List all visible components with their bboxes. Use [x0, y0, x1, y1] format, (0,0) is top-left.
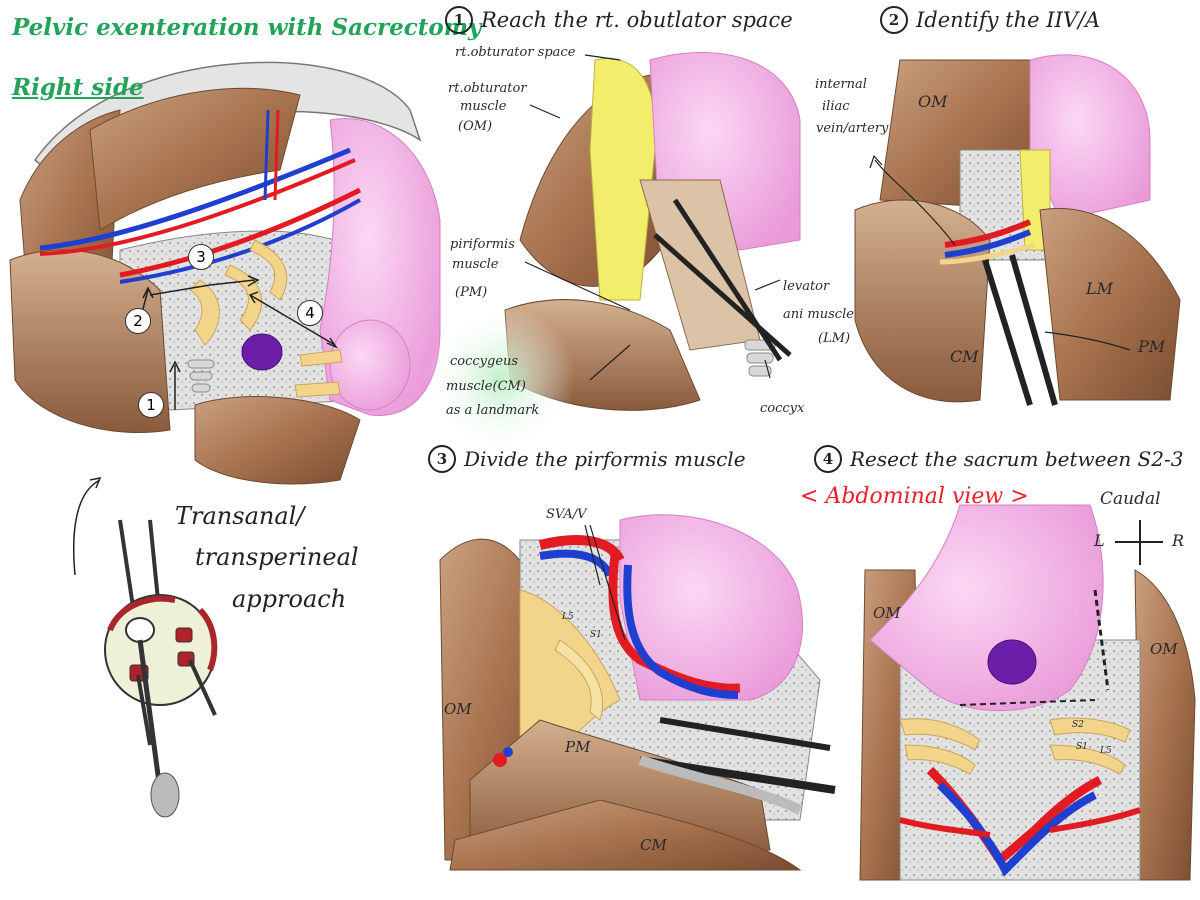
step-1-text: Reach the rt. obutlator space	[481, 8, 793, 32]
compass-left: L	[1094, 531, 1105, 550]
transanal-port-illustration	[104, 519, 218, 818]
overview-marker-1: 1	[138, 392, 164, 418]
step-1-title: 1 Reach the rt. obutlator space	[445, 6, 793, 34]
step-3-title: 3 Divide the pirformis muscle	[428, 445, 746, 473]
step-4-title: 4 Resect the sacrum between S2-3	[814, 445, 1183, 473]
step-1-number: 1	[445, 6, 473, 34]
label-coccygeus-3: as a landmark	[446, 403, 540, 418]
overview-marker-3: 3	[188, 244, 214, 270]
label-coccygeus-2: muscle(CM)	[446, 379, 526, 394]
p2-label-pm: PM	[1138, 337, 1166, 356]
p3-label-l5: L5	[562, 612, 574, 622]
p3-label-sva: SVA/V	[546, 507, 587, 522]
abdominal-view-label: < Abdominal view >	[800, 484, 1029, 509]
label-piriformis-1: piriformis	[450, 237, 515, 252]
approach-label-2: transperineal	[195, 543, 359, 571]
compass-caudal: Caudal	[1100, 489, 1161, 509]
panel-3-illustration	[439, 514, 836, 871]
p4-label-s2: S2	[1072, 720, 1084, 730]
p4-label-l5: L5	[1100, 746, 1112, 756]
overview-marker-2: 2	[125, 308, 151, 334]
tumor	[241, 333, 283, 371]
main-title: Pelvic exenteration with Sacrectomy	[12, 14, 482, 41]
p3-label-s1: S1	[590, 630, 602, 640]
approach-label-1: Transanal/	[175, 502, 305, 530]
overview-marker-4: 4	[297, 300, 323, 326]
label-levator-1: levator	[783, 279, 830, 294]
p4-label-om-left: OM	[873, 604, 901, 622]
panel-4-illustration	[859, 504, 1196, 881]
step-4-text: Resect the sacrum between S2-3	[850, 447, 1184, 471]
label-piriformis-3: (PM)	[455, 285, 488, 300]
p2-label-om: OM	[918, 92, 948, 111]
step-4-number: 4	[814, 445, 842, 473]
p3-label-om: OM	[444, 700, 472, 718]
label-obturator-muscle-3: (OM)	[458, 119, 493, 134]
p4-label-s1: S1	[1076, 742, 1088, 752]
label-iliac-2: iliac	[822, 99, 850, 114]
p2-label-cm: CM	[950, 347, 979, 366]
label-coccygeus-1: coccygeus	[450, 354, 519, 369]
approach-label-3: approach	[232, 585, 347, 613]
p3-label-pm: PM	[565, 738, 591, 756]
overview-illustration	[9, 61, 441, 576]
label-obturator-muscle-2: muscle	[460, 99, 507, 114]
panel-1-illustration	[425, 52, 801, 455]
p2-label-lm: LM	[1086, 279, 1114, 298]
label-piriformis-2: muscle	[452, 257, 499, 272]
label-coccyx: coccyx	[760, 401, 805, 416]
panel-2-illustration	[854, 54, 1181, 406]
compass-right: R	[1172, 531, 1185, 550]
label-levator-2: ani muscle	[783, 307, 854, 322]
tumor-abdominal	[987, 639, 1037, 685]
step-3-number: 3	[428, 445, 456, 473]
label-iliac-1: internal	[815, 77, 867, 92]
p3-label-cm: CM	[640, 836, 667, 854]
side-label: Right side	[12, 74, 144, 101]
label-obturator-space: rt.obturator space	[455, 45, 576, 60]
step-2-number: 2	[880, 6, 908, 34]
label-levator-3: (LM)	[818, 331, 851, 346]
step-2-title: 2 Identify the IIV/A	[880, 6, 1100, 34]
label-iliac-3: vein/artery	[816, 121, 889, 136]
label-obturator-muscle-1: rt.obturator	[448, 81, 527, 96]
step-2-text: Identify the IIV/A	[916, 8, 1101, 32]
step-3-text: Divide the pirformis muscle	[464, 447, 746, 471]
p4-label-om-right: OM	[1150, 640, 1178, 658]
rectum-abdominal	[869, 504, 1104, 712]
